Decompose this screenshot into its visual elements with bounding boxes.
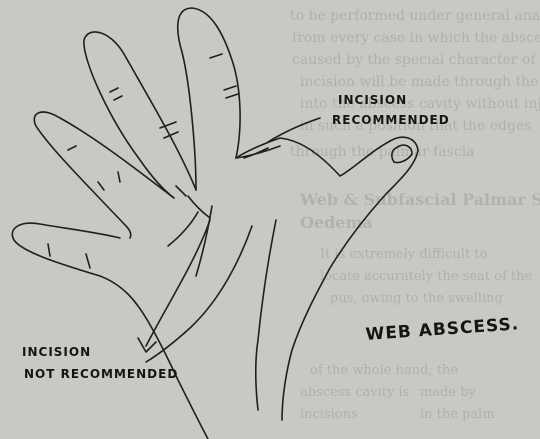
bg-line-14: incisions — [300, 407, 358, 422]
joint-crease — [114, 96, 122, 100]
joint-crease — [118, 172, 120, 182]
joint-crease — [48, 244, 50, 256]
pointer-not-recommended — [146, 220, 210, 346]
bg-line-4: incision will be made through the web of… — [300, 74, 540, 90]
bg-line-13: made by — [420, 385, 477, 400]
bg-line-15: in the palm — [420, 407, 495, 422]
incision-marks — [188, 148, 268, 218]
label-incision-recommended-2: RECOMMENDED — [332, 113, 450, 127]
joint-crease — [176, 186, 186, 196]
joint-crease — [226, 94, 238, 98]
joint-crease — [210, 54, 222, 58]
joint-crease — [68, 146, 76, 150]
palm-crease-2 — [256, 220, 276, 410]
joint-crease — [224, 86, 236, 90]
joint-crease — [86, 254, 90, 268]
label-web-abscess: WEB ABSCESS. — [365, 314, 520, 345]
background-text: to be performed under general anaesthesi… — [290, 8, 540, 422]
not-recommended-incision — [188, 196, 210, 218]
label-incision-not-recommended-1: INCISION — [22, 345, 91, 359]
bg-heading-1: Web & Subfascial Palmar Space — [299, 190, 540, 209]
bg-line-2: from every case in which the abscess is — [292, 30, 540, 46]
bg-line-8: It is extremely difficult to — [320, 247, 488, 262]
joint-crease — [110, 88, 118, 92]
bg-line-1: to be performed under general anaesthesi… — [290, 8, 540, 24]
joint-crease — [98, 182, 104, 190]
bg-line-10: pus, owing to the swelling — [330, 291, 503, 306]
palm-crease-3 — [196, 206, 212, 276]
palm-crease-4 — [168, 212, 198, 246]
ring-finger — [34, 112, 174, 238]
annotations: INCISION RECOMMENDED INCISION NOT RECOMM… — [22, 93, 520, 381]
bg-line-12: abscess cavity is — [300, 385, 409, 400]
label-incision-not-recommended-2: NOT RECOMMENDED — [24, 367, 178, 381]
little-finger — [12, 223, 208, 439]
bg-line-5: into the abscess cavity without injury — [300, 96, 540, 112]
bg-line-11: of the whole hand; the — [310, 363, 458, 378]
bg-line-9: locate accurately the seat of the — [320, 269, 533, 284]
label-incision-recommended-1: INCISION — [338, 93, 407, 107]
recommended-incision — [244, 148, 268, 158]
bg-line-3: caused by the special character of the l… — [292, 52, 540, 68]
index-finger — [178, 8, 240, 190]
